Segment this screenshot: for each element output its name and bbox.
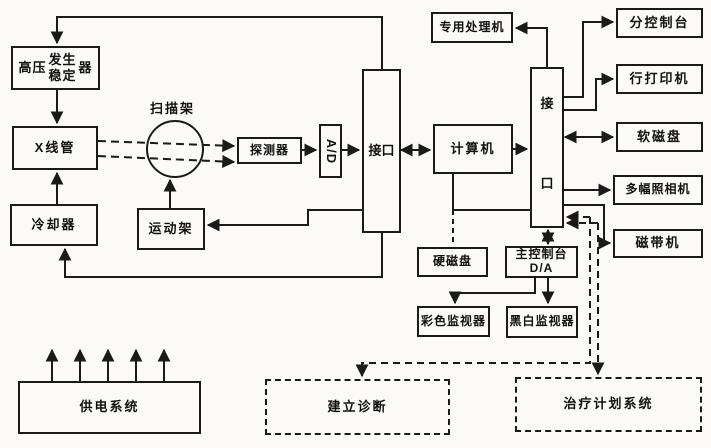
hv-right-text: 器: [78, 59, 93, 75]
node-ad-converter: A/D: [319, 124, 342, 178]
node-computer: 计算机: [433, 124, 513, 174]
wire-interface-to-tape: [564, 204, 612, 250]
node-detector: 探测器: [237, 137, 302, 164]
wire-interface-to-hv: [50, 16, 383, 69]
node-diagnosis: 建立诊断: [265, 379, 450, 435]
node-hv-stabilizer: 高压 发生 稳定 器: [11, 46, 100, 90]
wire-interface-to-cooler: [58, 233, 383, 278]
node-power-system: 供电系统: [18, 381, 201, 434]
wire-computer-junction-interface: [452, 174, 530, 211]
node-cooler: 冷却器: [10, 204, 98, 246]
node-tape-drive: 磁带机: [613, 229, 703, 258]
main-console-line1: 主控制台: [515, 247, 568, 262]
interface-right-bottom-text: 口: [540, 176, 554, 192]
hv-top-text: 发生: [48, 52, 77, 68]
node-floppy-disk: 软磁盘: [616, 122, 703, 152]
wire-interface-to-subconsole: [564, 15, 615, 98]
wire-interface-to-processor: [514, 21, 548, 67]
wire-console-to-color: [448, 278, 536, 305]
node-main-console: 主控制台 D/A: [505, 246, 578, 278]
node-color-monitor: 彩色监视器: [417, 306, 490, 337]
node-bw-monitor: 黑白监视器: [506, 306, 578, 338]
ad-text: A/D: [323, 138, 339, 164]
wire-interface-to-motion: [206, 209, 362, 232]
node-interface-left: 接口: [362, 69, 401, 233]
node-interface-right: 接 口: [530, 67, 564, 228]
interface-right-top-text: 接: [540, 96, 554, 111]
wire-interface-to-printer: [564, 72, 615, 111]
wire-to-diagnosis: [355, 217, 591, 378]
hv-left-text: 高压: [18, 59, 47, 75]
node-line-printer: 行打印机: [616, 64, 703, 94]
node-sub-console: 分控制台: [616, 8, 703, 38]
scan-gantry-label: 扫描架: [150, 101, 196, 116]
node-special-processor: 专用处理机: [431, 12, 513, 43]
main-console-line2: D/A: [529, 261, 554, 275]
node-xray-tube: X线管: [12, 126, 98, 170]
scan-gantry-circle: [146, 120, 204, 178]
node-multi-format-camera: 多幅照相机: [613, 175, 703, 205]
node-hard-disk: 硬磁盘: [417, 247, 488, 277]
node-treatment-planning: 治疗计划系统: [515, 377, 702, 432]
node-motion-frame: 运动架: [137, 208, 205, 250]
beam-line-lower: [97, 154, 236, 168]
hv-bottom-text: 稳定: [48, 68, 77, 83]
beam-line-upper: [97, 139, 236, 153]
